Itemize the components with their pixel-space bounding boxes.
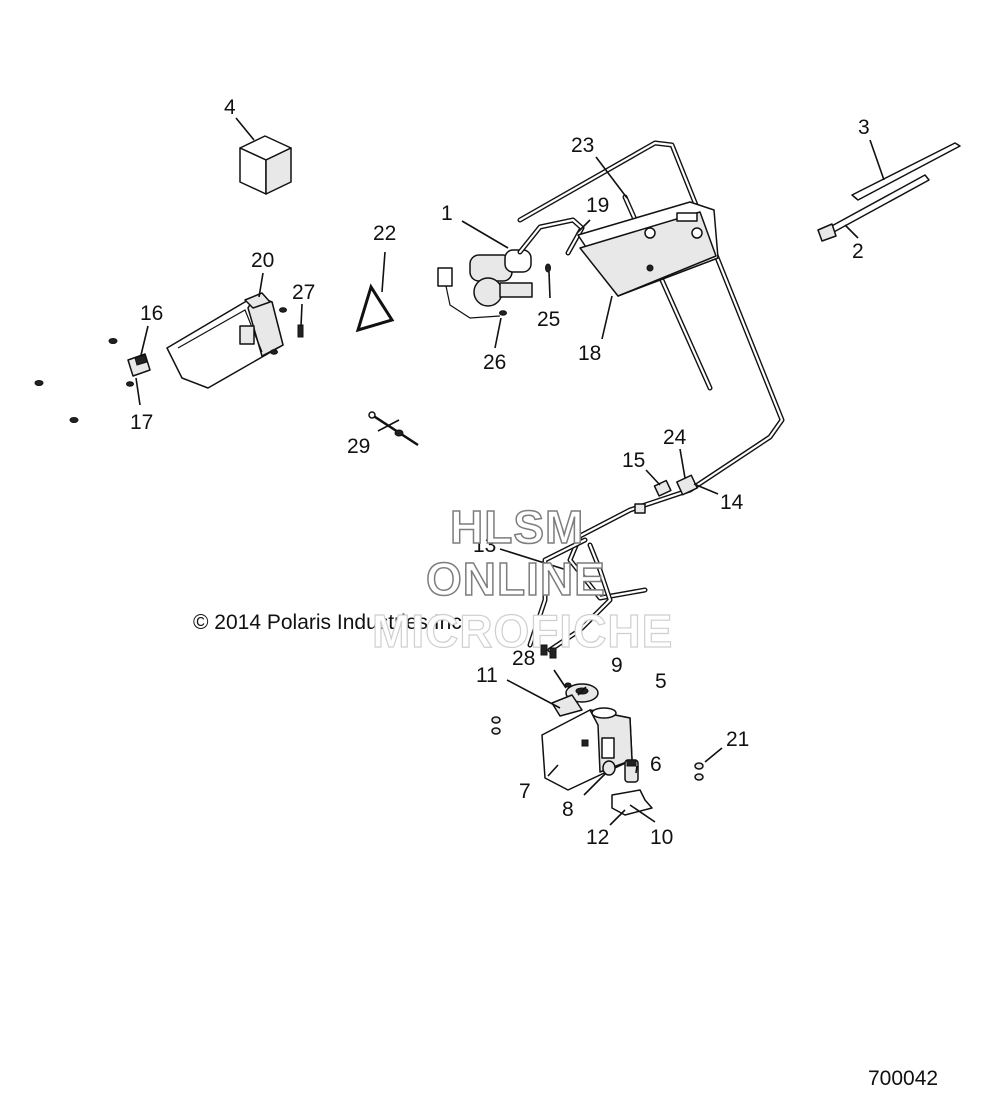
callout-5: 5 <box>655 670 667 693</box>
part-10-bracket <box>611 789 653 816</box>
part-18-panel <box>577 201 719 297</box>
callout-11: 11 <box>476 664 498 687</box>
callout-24: 24 <box>663 426 687 449</box>
callout-1: 1 <box>441 202 453 225</box>
part-20-tray <box>166 292 284 389</box>
callout-25: 25 <box>537 308 560 331</box>
callout-labels: 1 2 3 4 5 6 7 8 9 10 11 12 13 14 15 16 1… <box>130 96 870 849</box>
callout-7: 7 <box>519 780 531 803</box>
leader-lines <box>135 117 885 826</box>
callout-9: 9 <box>611 654 623 677</box>
callout-17: 17 <box>130 411 153 434</box>
callout-22: 22 <box>373 222 396 245</box>
callout-8: 8 <box>562 798 574 821</box>
watermark-line-2: ONLINE <box>425 552 606 606</box>
callout-2: 2 <box>852 240 864 263</box>
callout-20: 20 <box>251 249 274 272</box>
callout-18: 18 <box>578 342 601 365</box>
part-6-pump <box>624 759 639 783</box>
part-2-3-wiper-arm-blade <box>817 142 961 242</box>
copyright-notice: © 2014 Polaris Industries Inc. <box>193 611 468 634</box>
part-4-cube <box>239 135 292 195</box>
callout-6: 6 <box>650 753 662 776</box>
callout-15: 15 <box>622 449 645 472</box>
part-23-hose-assembly <box>517 140 785 659</box>
watermark-line-3: MICROFICHE <box>371 604 674 657</box>
drawing-number: 700042 <box>868 1067 939 1090</box>
watermark-line-1: HLSM <box>449 500 585 554</box>
callout-14: 14 <box>720 491 744 514</box>
part-1-wiper-motor <box>437 249 551 319</box>
part-8-grommet <box>602 760 616 776</box>
callout-13: 13 <box>473 534 496 557</box>
callout-29: 29 <box>347 435 370 458</box>
part-19-hose <box>517 217 585 256</box>
callout-3: 3 <box>858 116 870 139</box>
callout-23: 23 <box>571 134 594 157</box>
callout-21: 21 <box>726 728 749 751</box>
callout-12: 12 <box>586 826 609 849</box>
part-29-bolt <box>368 411 419 447</box>
callout-27: 27 <box>292 281 315 304</box>
callout-19: 19 <box>586 194 609 217</box>
part-16-switch <box>127 353 151 377</box>
part-11-bracket <box>551 682 583 717</box>
part-7-reservoir <box>541 707 633 791</box>
callout-26: 26 <box>483 351 506 374</box>
callout-10: 10 <box>650 826 673 849</box>
callout-4: 4 <box>224 96 236 119</box>
screws-left <box>34 307 304 423</box>
callout-28: 28 <box>512 647 535 670</box>
part-22-triangle <box>355 283 395 333</box>
nuts-21 <box>491 716 704 781</box>
callout-16: 16 <box>140 302 163 325</box>
